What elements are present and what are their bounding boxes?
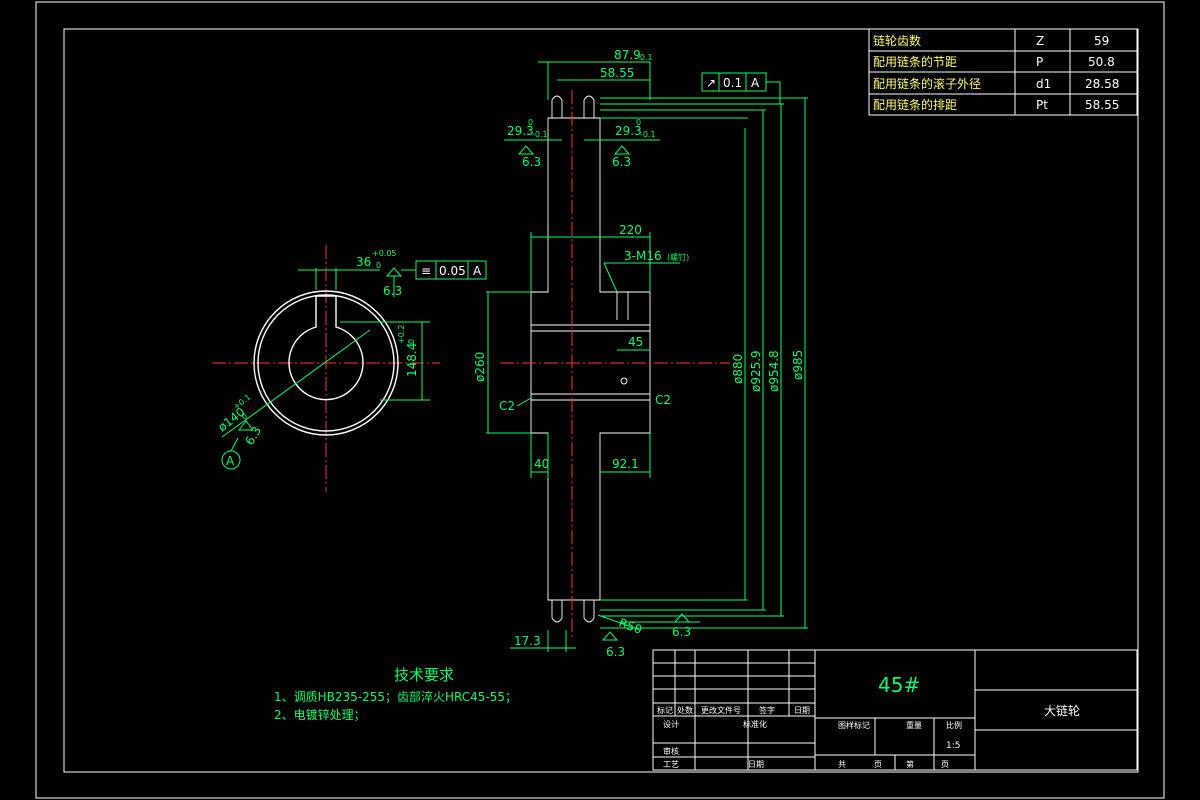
dim-pitch-row: 58.55 xyxy=(600,66,634,80)
dim-d925: ø925.9 xyxy=(749,350,763,392)
section-hatch-bottom xyxy=(530,399,651,601)
sym-tol-symbol: ≡ xyxy=(421,264,431,278)
tb-sheet-unit2: 页 xyxy=(941,760,949,769)
key-width-dim: 36 xyxy=(356,255,371,269)
tb-sheet-no: 第 xyxy=(906,759,914,769)
dim-tooth-left: 29.3 xyxy=(507,124,534,138)
dim-d985: ø985 xyxy=(791,350,805,380)
dim-40: 40 xyxy=(534,457,549,471)
sheet-border-outer xyxy=(35,1,1165,799)
section-view xyxy=(500,90,730,640)
dim-45: 45 xyxy=(628,335,643,349)
dim-tooth-right: 29.3 xyxy=(615,124,642,138)
tb-sheet-unit: 页 xyxy=(874,760,882,769)
bore-tol-dn: 0 xyxy=(240,411,250,421)
dim-d880: ø880 xyxy=(731,354,745,384)
tb-material: 45# xyxy=(878,673,920,697)
key-depth-tol-dn: 0 xyxy=(407,339,416,344)
param-value-1: 50.8 xyxy=(1088,55,1115,69)
dim-tooth-right-tol-dn: -0.1 xyxy=(640,130,656,139)
tech-title: 技术要求 xyxy=(394,666,454,684)
rough-bore: 6.3 xyxy=(242,424,264,448)
tech-line-1: 1、调质HB235-255；齿部淬火HRC45-55； xyxy=(274,689,517,704)
tb-total: 共 xyxy=(838,760,846,769)
tb-review: 审核 xyxy=(663,746,679,756)
end-view: 36 +0.05 0 6.3 ≡ 0.05 A 148.4 +0.2 0 ø14… xyxy=(212,245,487,492)
parameter-table: 链轮齿数 Z 59 配用链条的节距 P 50.8 配用链条的滚子外径 d1 28… xyxy=(868,28,1138,116)
dim-d260: ø260 xyxy=(473,352,487,382)
tb-weight: 重量 xyxy=(906,720,922,730)
sym-tol-value: 0.05 xyxy=(439,264,466,278)
tb-hdr-4: 日期 xyxy=(794,706,810,715)
rough-tooth-right: 6.3 xyxy=(612,155,631,169)
dim-top-width-tol: -0.1 xyxy=(637,53,653,62)
key-width-tol-up: +0.05 xyxy=(372,249,397,258)
param-name-0: 链轮齿数 xyxy=(873,33,921,48)
section-hatch-top xyxy=(530,117,651,326)
dim-tooth-right-tol-up: 0 xyxy=(636,118,641,127)
key-depth-dim: 148.4 xyxy=(405,343,419,377)
dim-92: 92.1 xyxy=(612,457,639,471)
rough-bottom-right: 6.3 xyxy=(672,625,691,639)
runout-value: 0.1 xyxy=(723,76,742,90)
sheet-border-inner xyxy=(63,28,1139,773)
runout-symbol: ↗ xyxy=(706,76,716,90)
dim-c2-right: C2 xyxy=(655,393,671,407)
tb-ratio: 比例 xyxy=(946,720,962,730)
param-name-2: 配用链条的滚子外径 xyxy=(873,76,981,91)
tb-stage-mark: 图样标记 xyxy=(838,720,870,730)
tb-hdr-0: 标记 xyxy=(657,705,673,715)
key-depth-tol-up: +0.2 xyxy=(397,325,406,344)
dim-thread: 3-M16 xyxy=(624,249,662,263)
param-symbol-2: d1 xyxy=(1036,77,1051,91)
tb-hdr-2: 更改文件号 xyxy=(701,705,741,715)
dim-hub-length: 220 xyxy=(619,223,642,237)
tb-part-name: 大链轮 xyxy=(1044,703,1080,718)
tb-scale: 1:5 xyxy=(946,741,960,751)
dim-r50: R50 xyxy=(617,616,644,637)
param-value-3: 58.55 xyxy=(1085,98,1119,112)
dim-tooth-left-tol-up: 0 xyxy=(528,118,533,127)
dim-thread-note: (螺钉) xyxy=(667,252,689,262)
tb-process: 工艺 xyxy=(663,760,679,769)
section-dimensions: 87.9 -0.1 58.55 29.3 0 -0.1 6.3 29.3 0 -… xyxy=(473,48,808,659)
title-block: 标记 处数 更改文件号 签字 日期 设计 标准化 审核 工艺 日期 图样标记 重… xyxy=(652,649,1138,771)
param-symbol-1: P xyxy=(1036,55,1043,69)
dim-17: 17.3 xyxy=(514,634,541,648)
rough-tooth-left: 6.3 xyxy=(522,155,541,169)
tb-hdr-1: 处数 xyxy=(677,705,693,715)
tb-date: 日期 xyxy=(748,760,764,769)
tb-standard: 标准化 xyxy=(743,719,767,729)
sym-tol-datum: A xyxy=(473,264,482,278)
tech-line-2: 2、电镀锌处理； xyxy=(274,708,366,722)
param-name-1: 配用链条的节距 xyxy=(873,54,957,69)
param-symbol-0: Z xyxy=(1036,34,1044,48)
dim-top-width: 87.9 xyxy=(614,48,641,62)
tech-requirements: 技术要求 1、调质HB235-255；齿部淬火HRC45-55； 2、电镀锌处理… xyxy=(274,666,517,722)
param-symbol-3: Pt xyxy=(1036,98,1048,112)
runout-datum: A xyxy=(751,76,760,90)
dim-c2-left: C2 xyxy=(499,399,515,413)
param-value-2: 28.58 xyxy=(1085,77,1119,91)
param-value-0: 59 xyxy=(1094,34,1109,48)
param-name-3: 配用链条的排距 xyxy=(873,97,957,112)
key-width-tol-dn: 0 xyxy=(376,261,381,270)
rough-keyway: 6.3 xyxy=(383,284,402,298)
rough-bottom-left: 6.3 xyxy=(606,645,625,659)
datum-a-label: A xyxy=(226,454,235,468)
tb-hdr-3: 签字 xyxy=(759,705,775,715)
dim-d954: ø954.8 xyxy=(767,350,781,392)
dim-tooth-left-tol-dn: -0.1 xyxy=(532,130,548,139)
tb-design: 设计 xyxy=(663,719,679,729)
